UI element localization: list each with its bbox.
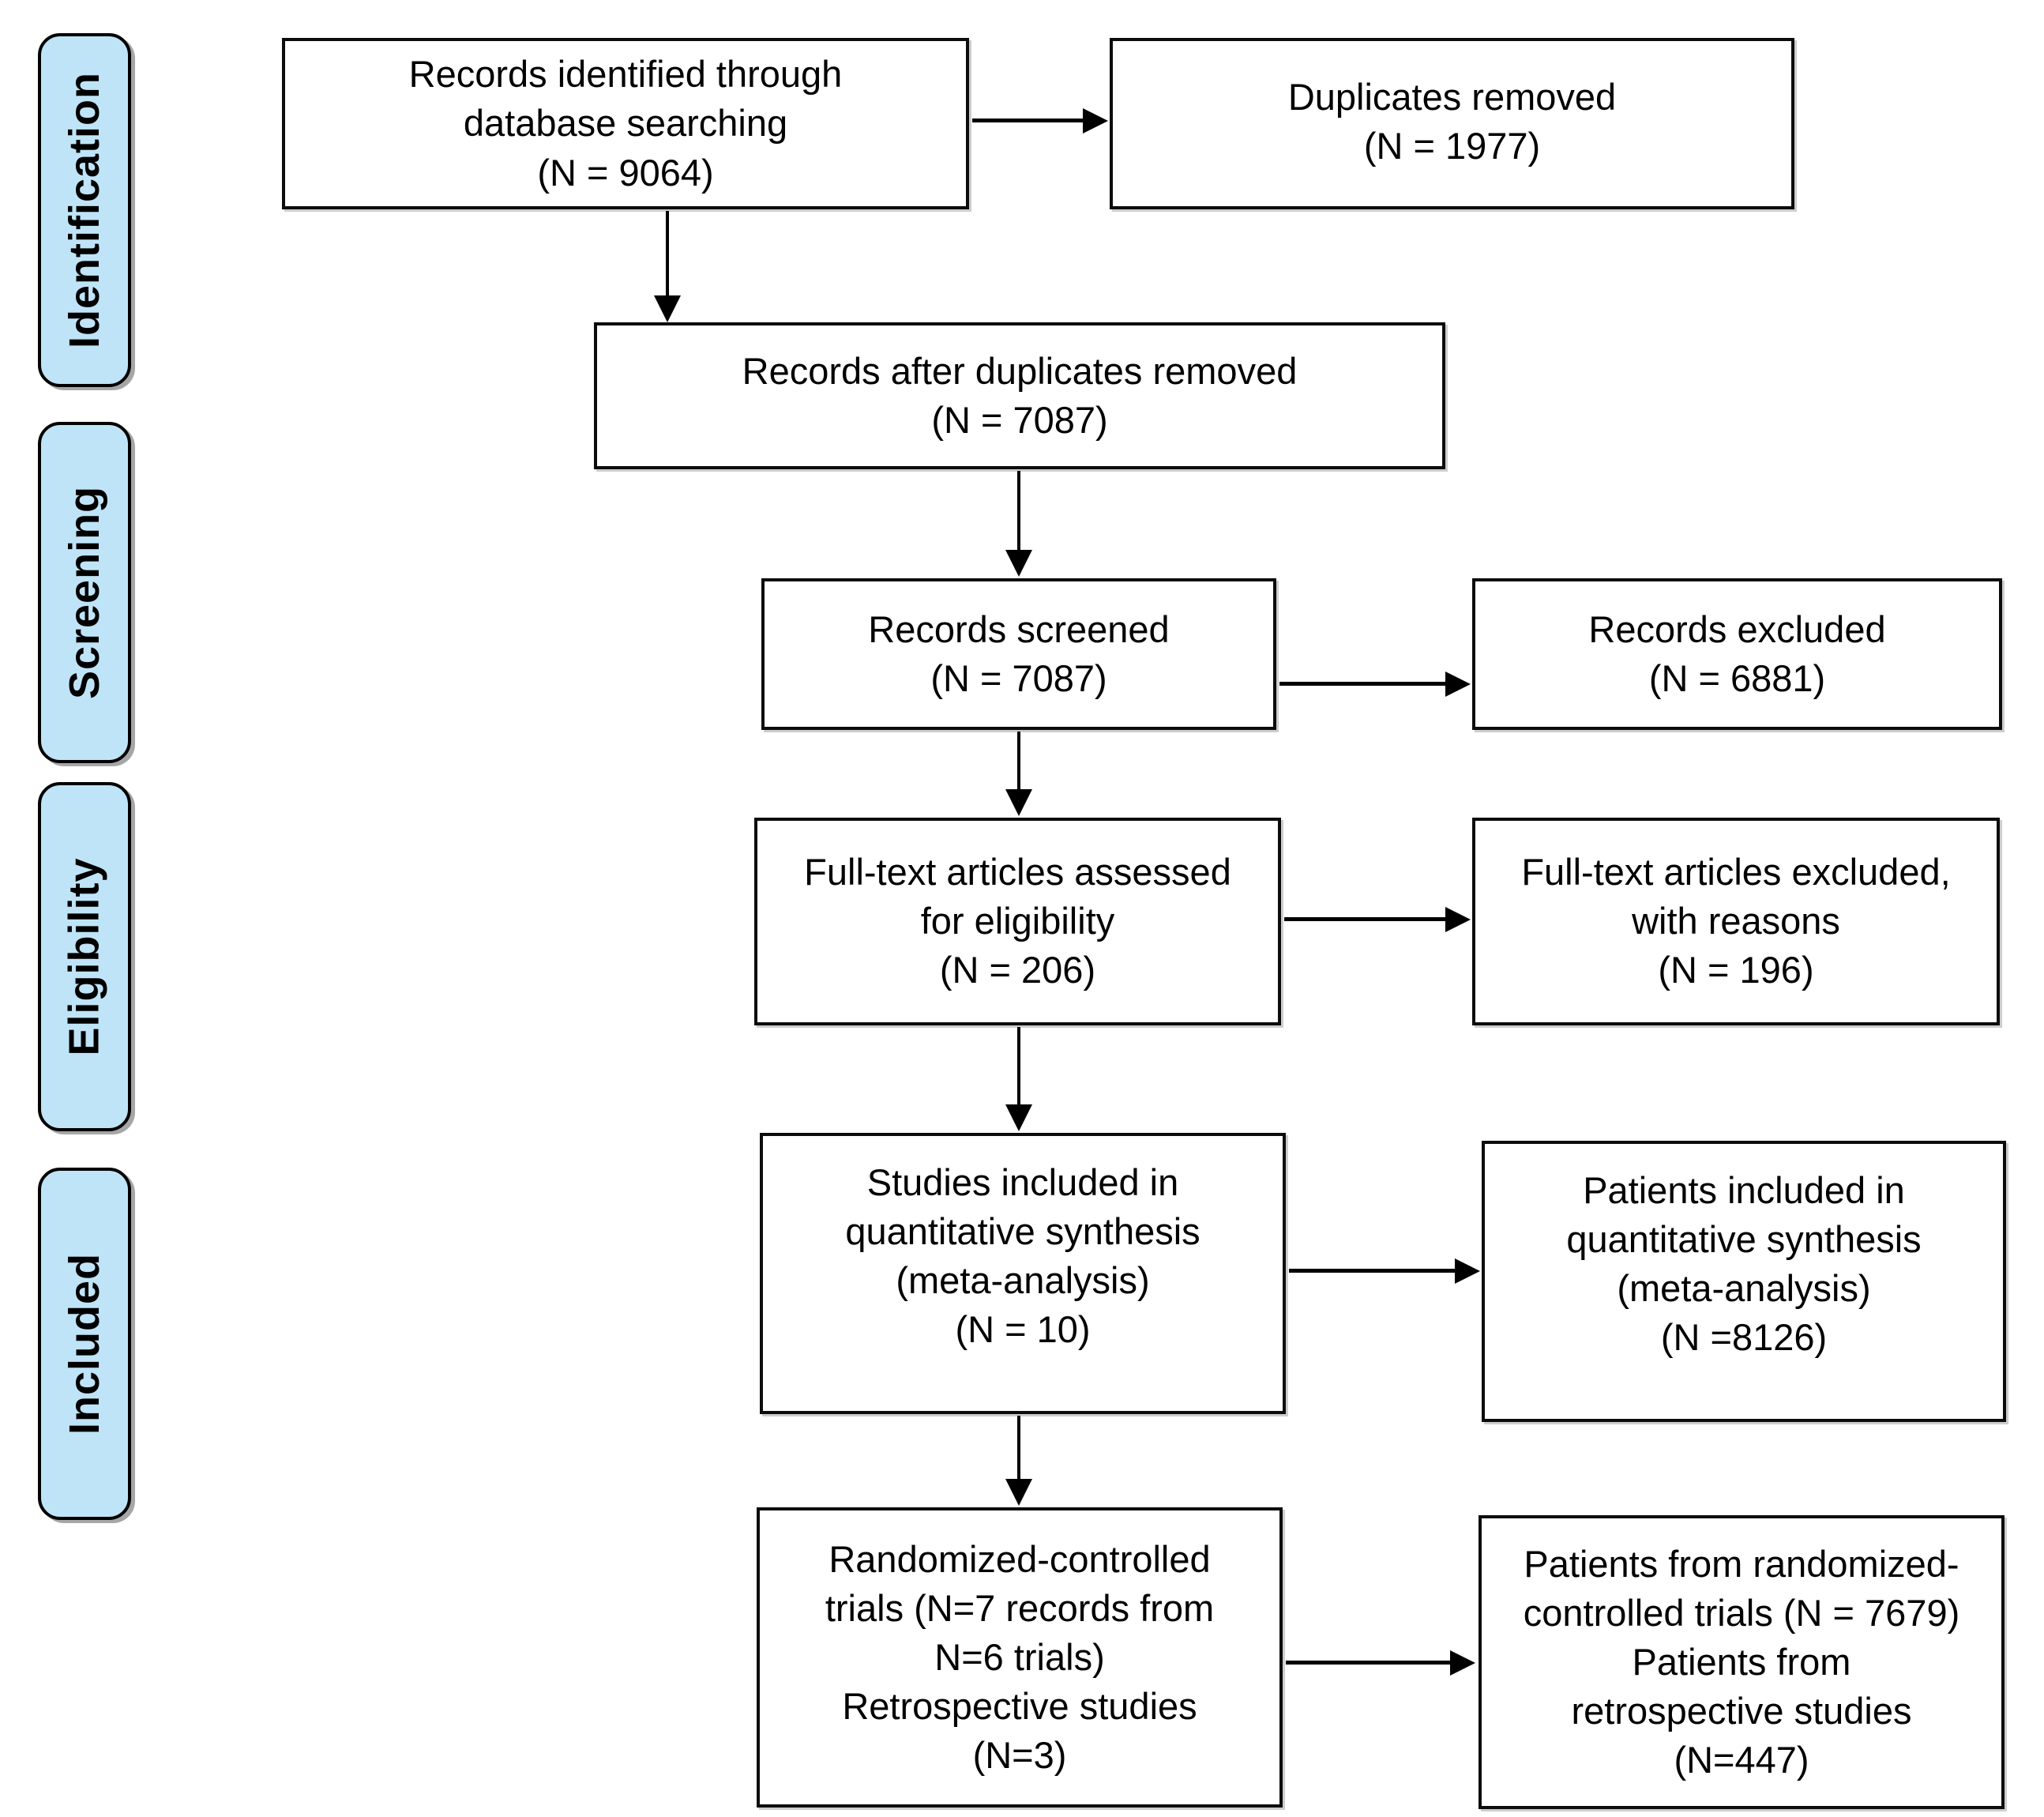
- box-trials-breakdown: Randomized-controlled trials (N=7 record…: [757, 1507, 1283, 1808]
- box-patients-included-line: quantitative synthesis: [1566, 1218, 1922, 1261]
- box-patients-breakdown: Patients from randomized- controlled tri…: [1479, 1515, 2005, 1809]
- box-patients-breakdown-line: retrospective studies: [1571, 1690, 1912, 1732]
- arrow-identified-to-duplicates: [972, 118, 1083, 122]
- box-patients-included-line: Patients included in: [1583, 1169, 1905, 1211]
- box-patients-included-line: (N =8126): [1660, 1316, 1828, 1359]
- box-studies-included-line: quantitative synthesis: [845, 1210, 1200, 1253]
- box-records-excluded-line: Records excluded: [1588, 608, 1886, 650]
- box-records-screened-line: Records screened: [868, 608, 1170, 650]
- box-records-after-duplicates-line: Records after duplicates removed: [742, 349, 1298, 392]
- box-fulltext-assessed-line: Full-text articles assessed: [804, 851, 1231, 893]
- box-records-screened: Records screened (N = 7087): [761, 578, 1276, 730]
- arrow-fulltext-to-studies: [1017, 1027, 1020, 1104]
- box-studies-included-line: Studies included in: [866, 1161, 1179, 1203]
- box-trials-breakdown-line: Randomized-controlled: [828, 1537, 1211, 1580]
- box-patients-included-line: (meta-analysis): [1617, 1267, 1871, 1310]
- stage-eligibility: Eligibility: [38, 782, 131, 1131]
- box-patients-breakdown-line: controlled trials (N = 7679): [1523, 1591, 1960, 1634]
- box-fulltext-excluded-line: (N = 196): [1658, 949, 1814, 991]
- box-duplicates-removed: Duplicates removed (N = 1977): [1110, 38, 1794, 209]
- box-duplicates-removed-line: Duplicates removed: [1287, 76, 1617, 118]
- box-records-excluded: Records excluded (N = 6881): [1472, 578, 2002, 730]
- box-records-identified-line: (N = 9064): [537, 151, 714, 194]
- stage-identification: Identification: [38, 33, 131, 387]
- box-records-identified: Records identified through database sear…: [282, 38, 969, 209]
- stage-screening-label: Screening: [61, 485, 108, 700]
- box-fulltext-assessed: Full-text articles assessed for eligibil…: [754, 818, 1281, 1025]
- box-trials-breakdown-line: (N=3): [972, 1734, 1067, 1777]
- box-patients-breakdown-line: (N=447): [1674, 1739, 1809, 1781]
- box-records-identified-line: database searching: [463, 102, 788, 145]
- box-records-identified-line: Records identified through: [408, 53, 843, 96]
- box-records-excluded-line: (N = 6881): [1648, 657, 1826, 699]
- box-studies-included: Studies included in quantitative synthes…: [760, 1133, 1286, 1414]
- arrow-fulltext-to-excluded: [1284, 917, 1445, 921]
- box-trials-breakdown-line: trials (N=7 records from: [825, 1586, 1215, 1629]
- arrow-after-duplicates-to-screened: [1017, 471, 1020, 550]
- box-patients-breakdown-line: Patients from: [1632, 1640, 1851, 1683]
- arrow-trials-to-patients-breakdown: [1286, 1661, 1450, 1665]
- box-patients-included: Patients included in quantitative synthe…: [1482, 1141, 2006, 1422]
- arrow-identified-to-after-duplicates: [666, 211, 669, 295]
- box-records-screened-line: (N = 7087): [930, 657, 1107, 699]
- box-patients-breakdown-line: Patients from randomized-: [1524, 1542, 1959, 1585]
- stage-identification-label: Identification: [61, 72, 108, 348]
- box-fulltext-assessed-line: (N = 206): [939, 949, 1096, 991]
- arrow-screened-to-fulltext: [1017, 732, 1020, 789]
- box-fulltext-excluded: Full-text articles excluded, with reason…: [1472, 818, 2000, 1025]
- box-studies-included-line: (N = 10): [955, 1308, 1091, 1351]
- stage-included-label: Included: [61, 1252, 109, 1435]
- box-studies-included-line: (meta-analysis): [896, 1259, 1150, 1302]
- box-trials-breakdown-line: N=6 trials): [934, 1635, 1105, 1678]
- arrow-studies-to-trials: [1017, 1416, 1020, 1479]
- box-fulltext-excluded-line: Full-text articles excluded,: [1521, 851, 1951, 893]
- arrow-screened-to-excluded: [1279, 682, 1445, 686]
- box-fulltext-excluded-line: with reasons: [1632, 900, 1840, 942]
- box-fulltext-assessed-line: for eligibility: [920, 900, 1115, 942]
- arrow-studies-to-patients: [1289, 1269, 1455, 1273]
- box-records-after-duplicates-line: (N = 7087): [931, 399, 1108, 441]
- box-trials-breakdown-line: Retrospective studies: [842, 1685, 1197, 1728]
- stage-eligibility-label: Eligibility: [61, 857, 108, 1056]
- stage-included: Included: [38, 1168, 131, 1520]
- box-duplicates-removed-line: (N = 1977): [1363, 125, 1541, 167]
- stage-screening: Screening: [38, 422, 131, 763]
- box-records-after-duplicates: Records after duplicates removed (N = 70…: [594, 322, 1445, 469]
